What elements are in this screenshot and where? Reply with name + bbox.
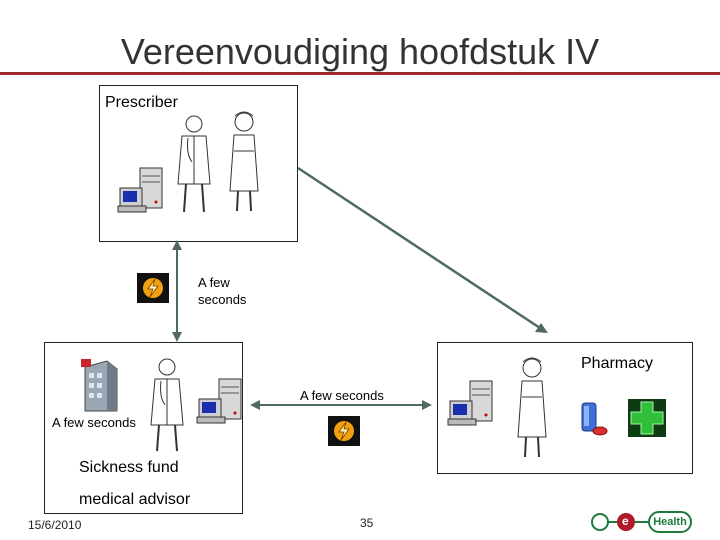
pharmacy-box: Pharmacy — [437, 342, 693, 474]
doctor-icon — [177, 115, 211, 213]
medicine-icon — [581, 402, 608, 436]
sickness-fund-box: A few seconds Sickness fund medical advi… — [44, 342, 243, 514]
page-number: 35 — [360, 516, 374, 530]
pharmacy-cross-icon — [628, 399, 666, 437]
logo-e: e — [622, 514, 629, 528]
building-icon — [81, 359, 118, 412]
computer-icon — [117, 167, 163, 213]
advisor-icon — [150, 358, 184, 452]
patient-icon — [517, 357, 547, 458]
vertical-arrow-label-line2: seconds — [198, 292, 247, 307]
logo-health: Health — [648, 511, 692, 533]
sickness-fund-left-label: A few seconds — [52, 415, 136, 430]
lightning-smiley-icon — [137, 273, 169, 303]
pharmacy-label: Pharmacy — [581, 355, 654, 372]
ehealth-logo: e Health — [590, 509, 692, 535]
computer-icon — [196, 378, 242, 424]
sickness-fund-label-line2: medical advisor — [79, 491, 191, 508]
patient-icon — [229, 111, 259, 212]
computer-icon — [447, 380, 493, 426]
lightning-smiley-icon — [328, 416, 360, 446]
logo-connector — [591, 513, 648, 531]
prescriber-box: Prescriber — [99, 85, 298, 242]
horizontal-arrow-label: A few seconds — [300, 388, 384, 403]
title-rule — [0, 72, 720, 75]
footer-date: 15/6/2010 — [28, 518, 82, 532]
prescriber-label: Prescriber — [105, 94, 178, 111]
sickness-fund-label-line1: Sickness fund — [79, 459, 179, 476]
slide-title: Vereenvoudiging hoofdstuk IV — [120, 31, 600, 72]
vertical-arrow-label-line1: A few — [198, 275, 230, 290]
